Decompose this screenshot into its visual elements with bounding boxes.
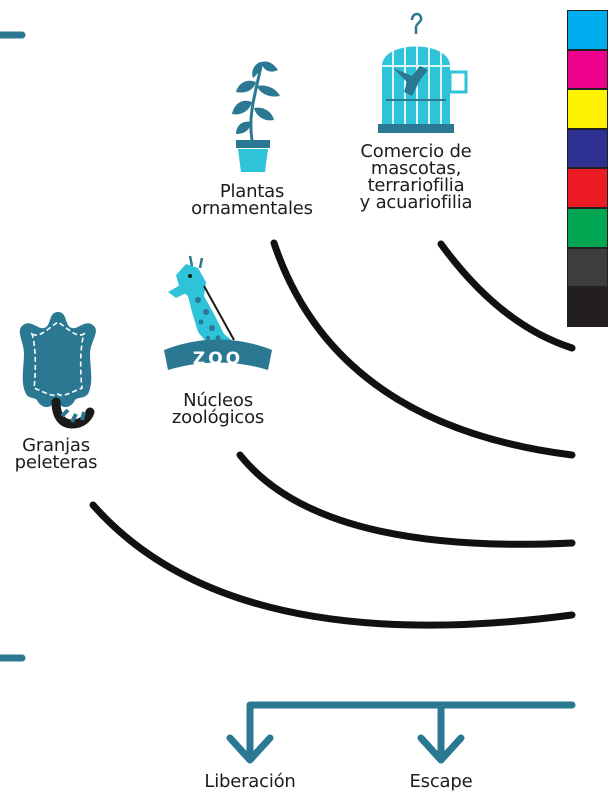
flow-line-comercio — [437, 240, 576, 352]
swatch-cyan — [567, 10, 608, 50]
label-granjas-line-2: peleteras — [14, 452, 98, 473]
outcome-escape: Escape — [409, 771, 473, 792]
swatch-blue — [567, 128, 608, 169]
outcome-liberacion: Liberación — [204, 771, 296, 792]
giraffe-zoo-icon: ZOO — [164, 255, 272, 370]
flow-line-zoo — [236, 451, 576, 548]
swatch-magenta — [567, 49, 608, 90]
flow-line-plantas — [270, 239, 576, 459]
color-swatch-strip — [567, 10, 608, 327]
label-comercio-line-1: Comercio de — [360, 141, 472, 162]
swatch-black — [567, 287, 608, 327]
label-comercio-line-4: y acuariofilia — [359, 192, 473, 213]
label-zoo-line-1: Núcleos — [183, 390, 253, 411]
potted-plant-icon — [232, 61, 280, 172]
label-zoo: Núcleos zoológicos — [158, 390, 278, 428]
swatch-yellow — [567, 89, 608, 129]
label-zoo-line-2: zoológicos — [171, 407, 265, 428]
pelt-icon — [19, 312, 96, 429]
flow-line-granjas — [89, 501, 576, 629]
swatch-red — [567, 168, 608, 208]
label-comercio: Comercio de mascotas, terrariofilia y ac… — [346, 141, 486, 213]
swatch-dark-gray — [567, 247, 608, 288]
label-granjas: Granjas peleteras — [2, 435, 110, 473]
outcome-branches — [226, 701, 576, 764]
swatch-green — [567, 207, 608, 248]
label-granjas-line-1: Granjas — [22, 435, 90, 456]
label-plantas-line-1: Plantas — [219, 181, 285, 202]
zoo-banner-text: ZOO — [193, 349, 243, 369]
label-plantas: Plantas ornamentales — [182, 181, 322, 219]
label-comercio-line-3: terrariofilia — [367, 175, 465, 196]
label-comercio-line-2: mascotas, — [370, 158, 462, 179]
birdcage-icon — [378, 12, 468, 133]
label-plantas-line-2: ornamentales — [191, 198, 313, 219]
